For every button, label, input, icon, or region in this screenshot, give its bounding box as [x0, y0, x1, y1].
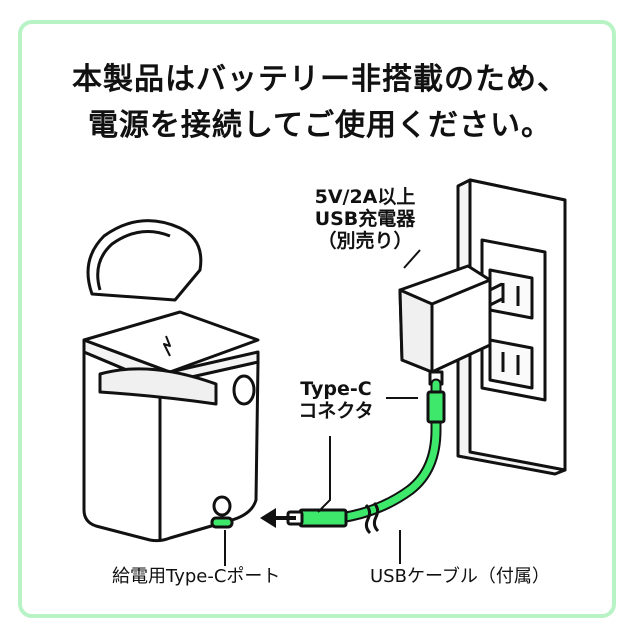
port-label: 給電用Type-Cポート [112, 566, 281, 587]
usb-cable [286, 378, 446, 535]
left-arrow-icon [260, 508, 296, 528]
charger-spec-line-1: 5V/2A以上 [314, 186, 416, 208]
charger-spec-line-3: （別売り） [317, 230, 413, 252]
headline-line-1: 本製品はバッテリー非搭載のため、 [72, 62, 568, 97]
charger-spec-label: 5V/2A以上 USB充電器 （別売り） [300, 186, 430, 252]
connector-label-line-1: Type-C [300, 378, 372, 400]
connector-label: Type-C コネクタ [286, 378, 386, 422]
leader-lines [224, 249, 421, 566]
charging-case-icon [82, 219, 260, 543]
headline-line-2: 電源を接続してご使用ください。 [87, 108, 553, 143]
connector-label-line-2: コネクタ [298, 400, 374, 422]
wall-outlet-icon [456, 178, 567, 476]
charger-spec-line-2: USB充電器 [314, 208, 416, 230]
cable-label: USBケーブル（付属） [370, 566, 550, 587]
